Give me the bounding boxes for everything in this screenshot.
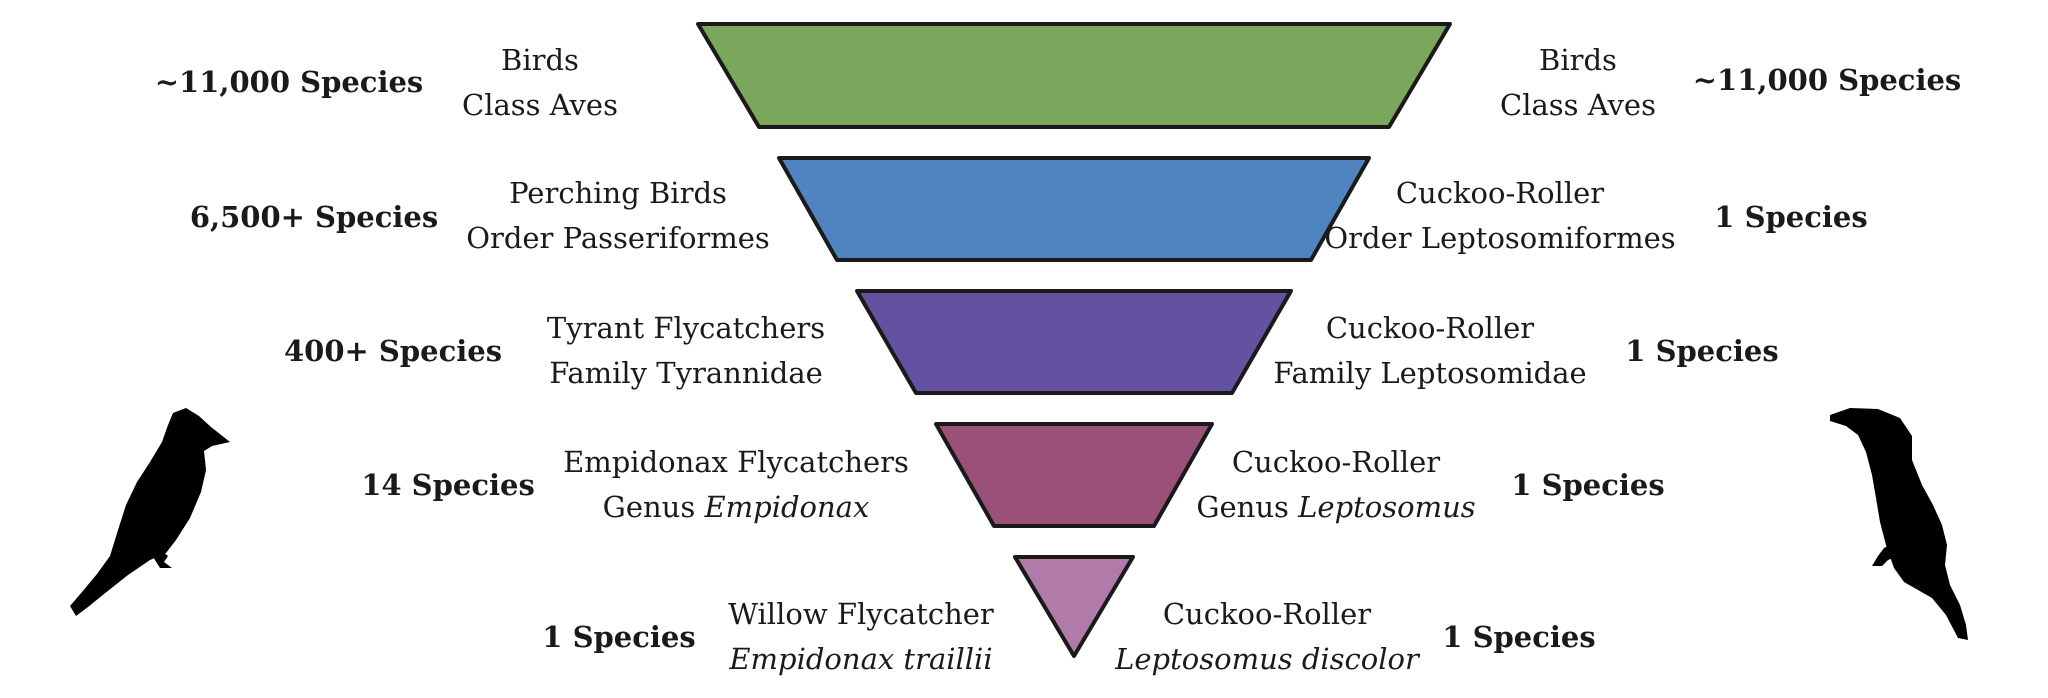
left-family-rank: Family Tyrannidae [549, 356, 823, 390]
left-order-common-name: Perching Birds [509, 176, 727, 210]
left-species-label: Willow Flycatcher Empidonax traillii [728, 592, 994, 682]
left-species-common-name: Willow Flycatcher [728, 597, 994, 631]
right-genus-species-count: 1 Species [1511, 468, 1665, 502]
left-order-species-count: 6,500+ Species [189, 200, 439, 234]
left-genus-common-name: Empidonax Flycatchers [563, 445, 909, 479]
left-genus-rank: Genus [602, 490, 705, 524]
left-order-label: Perching Birds Order Passeriformes [466, 171, 770, 261]
right-family-rank: Family Leptosomidae [1273, 356, 1587, 390]
right-order-common-name: Cuckoo-Roller [1395, 176, 1605, 210]
funnel-level-order [777, 156, 1371, 262]
left-family-label: Tyrant Flycatchers Family Tyrannidae [547, 306, 825, 396]
left-family-species-count: 400+ Species [283, 334, 503, 368]
right-family-species-count: 1 Species [1625, 334, 1779, 368]
left-genus-label: Empidonax Flycatchers Genus Empidonax [563, 440, 909, 530]
right-family-common-name: Cuckoo-Roller [1325, 311, 1535, 345]
flycatcher-silhouette-icon [70, 408, 230, 616]
funnel-level-genus [934, 422, 1214, 528]
right-species-species-count: 1 Species [1442, 620, 1596, 654]
right-birds-species-count: ~11,000 Species [1692, 63, 1962, 97]
right-genus-label: Cuckoo-Roller Genus Leptosomus [1196, 440, 1475, 530]
right-species-binomial: Leptosomus discolor [1115, 642, 1419, 676]
funnel-level-family [855, 289, 1293, 395]
right-family-label: Cuckoo-Roller Family Leptosomidae [1273, 306, 1586, 396]
right-birds-common-name: Birds [1539, 43, 1617, 77]
left-birds-rank: Class Aves [462, 88, 618, 122]
right-order-rank: Order Leptosomiformes [1324, 221, 1676, 255]
funnel-level-birds [696, 22, 1452, 129]
funnel-level-species [1013, 555, 1135, 658]
left-species-binomial: Empidonax traillii [729, 642, 993, 676]
right-birds-label: Birds Class Aves [1500, 38, 1656, 128]
left-family-common-name: Tyrant Flycatchers [546, 311, 826, 345]
right-genus-rank-italic: Leptosomus [1298, 490, 1476, 524]
left-birds-species-count: ~11,000 Species [154, 65, 424, 99]
right-species-label: Cuckoo-Roller Leptosomus discolor [1115, 592, 1419, 682]
left-birds-label: Birds Class Aves [462, 38, 618, 128]
right-genus-common-name: Cuckoo-Roller [1231, 445, 1441, 479]
right-birds-rank: Class Aves [1500, 88, 1656, 122]
left-species-species-count: 1 Species [542, 620, 696, 654]
cuckoo-roller-silhouette-icon [1830, 408, 1968, 640]
right-genus-rank: Genus [1196, 490, 1299, 524]
left-order-rank: Order Passeriformes [466, 221, 770, 255]
right-order-label: Cuckoo-Roller Order Leptosomiformes [1324, 171, 1675, 261]
left-genus-species-count: 14 Species [361, 468, 535, 502]
left-genus-rank-italic: Empidonax [704, 490, 870, 524]
right-species-common-name: Cuckoo-Roller [1162, 597, 1372, 631]
left-birds-common-name: Birds [501, 43, 579, 77]
right-order-species-count: 1 Species [1714, 200, 1868, 234]
